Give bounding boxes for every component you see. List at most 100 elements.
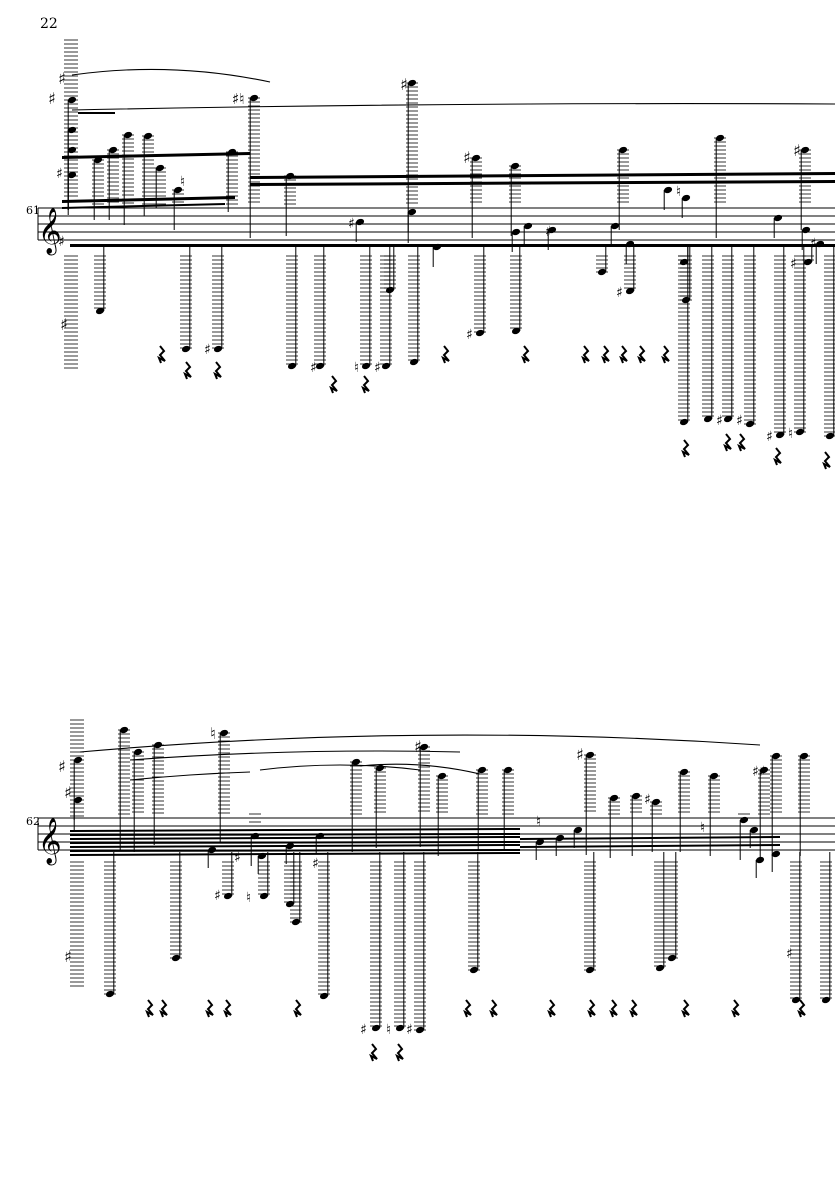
notehead	[371, 1024, 381, 1032]
notehead	[803, 258, 813, 266]
quarter-rest	[629, 999, 638, 1018]
natural-accidental: ♮	[536, 814, 541, 830]
notehead	[181, 345, 191, 353]
sharp-accidental: ♯	[214, 888, 221, 904]
sharp-accidental: ♯	[204, 342, 211, 358]
sharp-accidental: ♯	[810, 236, 817, 252]
quarter-rest	[489, 999, 498, 1018]
quarter-rest	[463, 999, 472, 1018]
quarter-rest	[637, 345, 646, 364]
notehead	[801, 226, 811, 234]
notehead	[771, 850, 781, 858]
treble-clef: 𝄞	[38, 208, 62, 256]
sharp-accidental: ♯	[374, 360, 381, 376]
sharp-accidental: ♯	[48, 89, 56, 108]
notehead	[250, 832, 260, 840]
notehead	[681, 194, 691, 202]
slur	[79, 734, 761, 753]
notehead	[95, 307, 105, 315]
notehead	[285, 900, 295, 908]
sharp-accidental: ♯	[790, 256, 797, 272]
notehead	[547, 226, 557, 234]
natural-accidental: ♮	[700, 820, 705, 836]
notehead	[555, 834, 565, 842]
sharp-accidental: ♯	[545, 224, 552, 240]
sharp-accidental: ♯	[736, 413, 743, 429]
sharp-accidental: ♯	[414, 737, 422, 756]
notehead	[395, 1024, 405, 1032]
beam	[70, 852, 520, 856]
notehead	[755, 856, 765, 864]
beam	[62, 152, 250, 159]
page-number: 22	[40, 16, 58, 32]
sharp-accidental: ♯	[60, 315, 68, 334]
notehead	[73, 796, 83, 804]
beam	[62, 196, 235, 203]
notehead	[523, 222, 533, 230]
quarter-rest	[329, 375, 338, 394]
sharp-accidental: ♯	[616, 285, 623, 301]
quarter-rest	[731, 999, 740, 1018]
natural-accidental: ♮	[354, 360, 359, 376]
beam	[70, 244, 835, 247]
natural-accidental: ♮	[180, 174, 185, 190]
natural-accidental: ♮	[676, 184, 681, 200]
quarter-rest	[293, 999, 302, 1018]
sharp-accidental: ♯	[463, 148, 471, 167]
notehead	[67, 126, 77, 134]
notehead	[791, 996, 801, 1004]
notehead	[315, 362, 325, 370]
slur	[259, 764, 421, 771]
notehead	[625, 240, 635, 248]
beam	[70, 828, 520, 832]
quarter-rest	[205, 999, 214, 1018]
quarter-rest	[361, 375, 370, 394]
sharp-accidental: ♯	[348, 216, 355, 232]
beam	[62, 203, 225, 209]
notehead	[432, 243, 442, 251]
notehead	[749, 826, 759, 834]
slur	[129, 771, 251, 781]
notehead	[655, 964, 665, 972]
notehead	[385, 286, 395, 294]
system-measure-61: 𝄞♯♯♯♯♯♯♯♮♮♮♯♯♯♯♯♮♯♯♯♯♯♯♮♯♯♯	[37, 39, 835, 470]
quarter-rest	[581, 345, 590, 364]
notehead	[361, 362, 371, 370]
notehead	[821, 996, 831, 1004]
sharp-accidental: ♯	[234, 850, 241, 866]
sharp-accidental: ♯	[406, 1022, 413, 1038]
slur	[71, 103, 835, 111]
notehead	[381, 362, 391, 370]
quarter-rest	[223, 999, 232, 1018]
measure-number-61: 61	[26, 204, 40, 217]
quarter-rest	[601, 345, 610, 364]
beam	[70, 836, 520, 840]
quarter-rest	[183, 361, 192, 380]
sharp-accidental: ♯	[56, 166, 63, 182]
notehead	[773, 214, 783, 222]
beam	[70, 841, 520, 844]
measure-number-62: 62	[26, 815, 40, 828]
notehead	[610, 222, 620, 230]
sharp-accidental: ♯	[766, 429, 773, 445]
beam	[250, 172, 835, 179]
quarter-rest	[547, 999, 556, 1018]
notehead	[703, 415, 713, 423]
quarter-rest	[681, 439, 690, 458]
accidentals: ♯♮	[232, 90, 245, 108]
slur	[71, 68, 271, 83]
beam	[70, 844, 520, 848]
sharp-accidental: ♯	[576, 745, 584, 764]
notehead	[775, 431, 785, 439]
sharp-accidental: ♯	[793, 141, 801, 160]
quarter-rest	[587, 999, 596, 1018]
quarter-rest	[619, 345, 628, 364]
quarter-rest	[213, 361, 222, 380]
quarter-rest	[609, 999, 618, 1018]
slur	[129, 750, 461, 761]
natural-accidental: ♮	[788, 426, 793, 442]
notehead	[319, 992, 329, 1000]
notehead	[679, 418, 689, 426]
sharp-accidental: ♯	[400, 75, 408, 94]
quarter-rest	[681, 999, 690, 1018]
